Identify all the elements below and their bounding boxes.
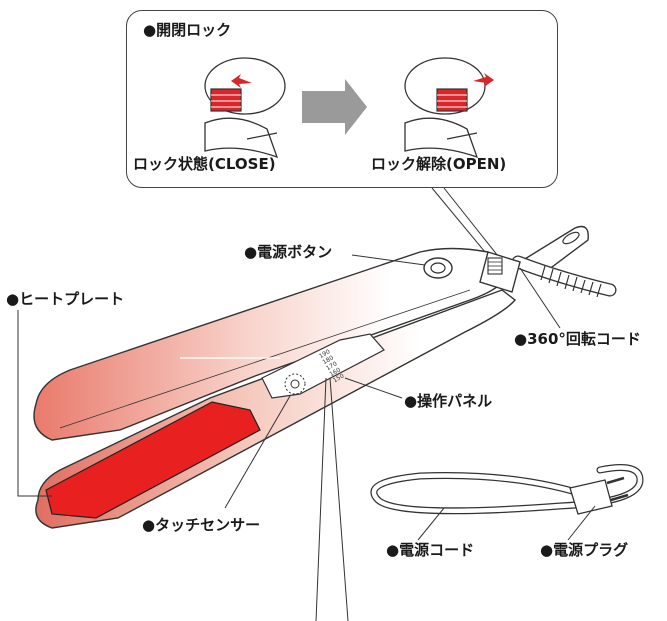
lock-panel-title: ●開閉ロック [143, 21, 232, 39]
leader-panel-down [315, 377, 327, 621]
label-rotating-cord: ●360°回転コード [514, 330, 641, 348]
label-power-button: ●電源ボタン [244, 243, 333, 261]
label-power-plug: ●電源プラグ [540, 541, 629, 559]
leader-power-button [351, 254, 426, 266]
power-cord [370, 464, 644, 515]
label-heat-plate: ●ヒートプレート [6, 290, 125, 308]
control-panel [261, 333, 385, 399]
lock-open-illustration [404, 57, 486, 159]
arrow-open-icon [473, 73, 494, 87]
transition-arrow-icon [302, 79, 367, 135]
hinge-lock [479, 251, 521, 293]
leader-rotating-cord [519, 267, 561, 329]
power-plug-icon [569, 476, 629, 515]
lock-close-illustration [204, 57, 286, 159]
rotating-cord-spring [511, 255, 617, 298]
leader-panel-down [329, 377, 349, 621]
leader-control-panel [344, 377, 403, 399]
leader-power-cord [417, 507, 445, 541]
arrow-close-icon [231, 74, 252, 88]
leader-touch-sensor [224, 395, 291, 509]
lock-illustrations [204, 57, 494, 159]
leader-power-plug [567, 505, 596, 541]
label-touch-sensor: ●タッチセンサー [142, 516, 261, 534]
power-button-icon [423, 257, 453, 279]
lock-callout-box: ●開閉ロック [126, 10, 558, 188]
heat-plate [45, 401, 261, 519]
hanging-loop [518, 225, 589, 271]
label-power-cord: ●電源コード [386, 541, 475, 559]
callout-leader-line [443, 187, 499, 257]
lock-close-caption: ロック状態(CLOSE) [133, 155, 276, 173]
callout-leader-line [431, 187, 491, 259]
lock-open-caption: ロック解除(OPEN) [371, 155, 507, 173]
label-control-panel: ●操作パネル [404, 392, 493, 410]
leader-heat-plate [17, 310, 52, 497]
